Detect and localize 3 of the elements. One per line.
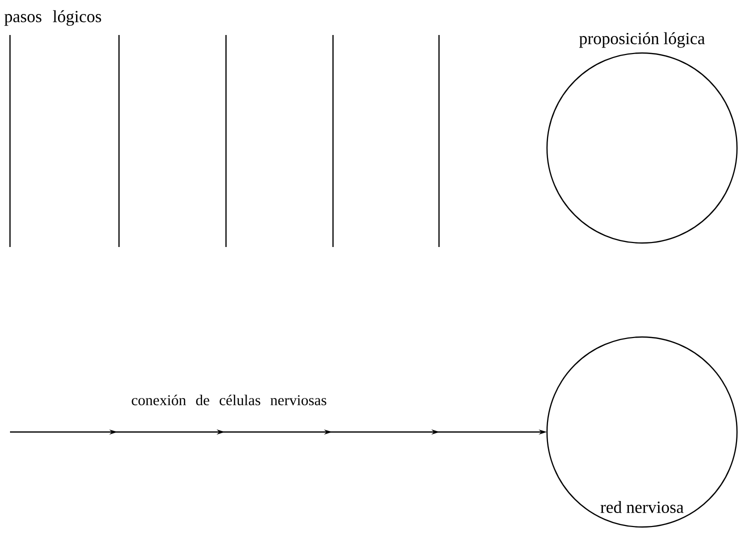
edge-label: conexión de células nerviosas xyxy=(132,394,326,406)
node-label: proposición lógica xyxy=(579,32,705,48)
heading-text: pasos lógicos xyxy=(4,10,102,26)
